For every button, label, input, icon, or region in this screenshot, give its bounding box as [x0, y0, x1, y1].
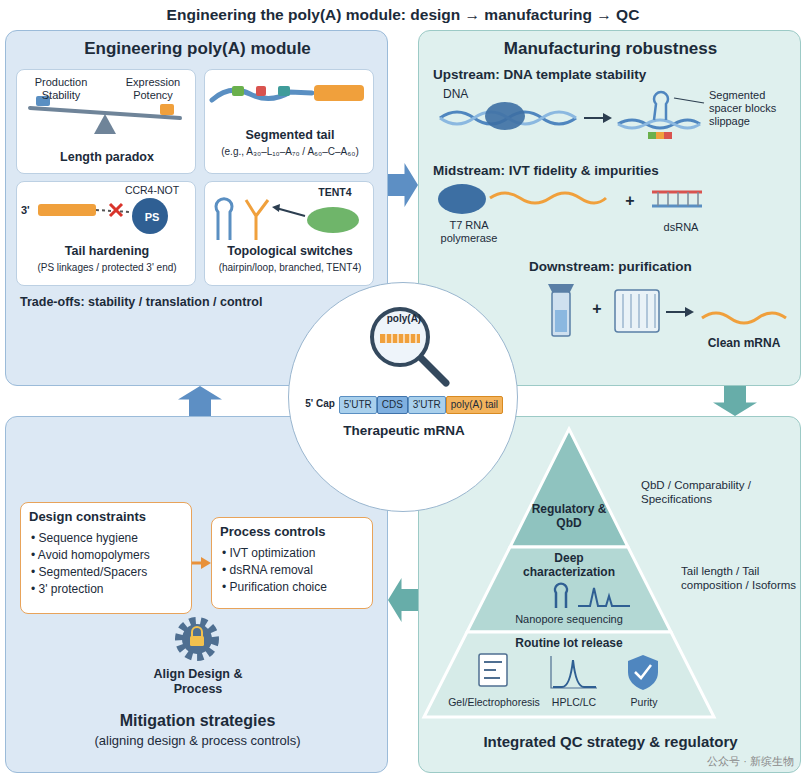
node-text: Trade-offs: stability / translation / co…: [20, 295, 320, 310]
node-heading: Tail hardening: [17, 244, 197, 259]
node-text: • Sequence hygiene: [31, 531, 189, 545]
node-heading: Design constraints: [29, 509, 185, 525]
flow-arrow: [192, 557, 211, 569]
node-heading: Segmented tail: [205, 128, 375, 143]
node-text: • Avoid homopolymers: [31, 548, 189, 562]
enzyme-label: TENT4: [305, 186, 365, 199]
node-heading: Mitigation strategies: [6, 711, 389, 730]
node-text: Downstream: purification: [529, 259, 794, 275]
tier-note: QbD / Comparability / Specifications: [641, 479, 791, 507]
node-text: Midstream: IVT fidelity & impurities: [433, 163, 793, 179]
node-text: (aligning design & process controls): [6, 733, 389, 749]
pyramid-tier: Routine lot releaseGel/ElectrophoresisHP…: [424, 632, 714, 717]
node-text: Length paradox: [17, 150, 197, 165]
constraint-box: Design constraints • Sequence hygiene • Av…: [20, 502, 192, 614]
part-label: dsRNA: [651, 221, 711, 234]
concept-card: Topological switches (hairpin/loop, branc…: [204, 181, 374, 286]
align-label: Align Design & Process: [146, 667, 250, 697]
plus-sign: +: [622, 191, 638, 210]
concept-card: Production Stability Expression PotencyLe…: [16, 69, 196, 174]
pyramid-tier: Deep characterizationNanopore sequencing: [467, 547, 671, 632]
node-heading: Process controls: [220, 524, 366, 540]
tier-note: Tail length / Tail composition / Isoform…: [681, 565, 799, 593]
watermark: 公众号 · 新缤生物: [609, 755, 794, 768]
node-text: Nanopore sequencing: [489, 613, 649, 626]
node-heading: Manufacturing robustness: [419, 39, 802, 59]
node-heading: CDS: [382, 399, 403, 411]
node-heading: Topological switches: [205, 244, 375, 259]
arrow-head: [201, 557, 211, 569]
node-text: Gel/Electrophoresis: [444, 696, 544, 709]
node-text: • Purification choice: [222, 580, 370, 594]
enzyme-label: CCR4-NOT: [112, 184, 192, 197]
node-heading: 3'UTR: [413, 399, 441, 411]
control-box: Process controls • IVT optimization • dsRN…: [211, 517, 373, 609]
flow-arrow: [388, 578, 418, 622]
callout-label: Segmented spacer blocks slippage: [709, 89, 799, 129]
concept-card: Tail hardening (PS linkages / protected 3…: [16, 181, 196, 286]
node-text: Expression Potency: [111, 76, 195, 102]
mrna-segment: 5'UTR: [339, 396, 377, 414]
mrna-segment: 3'UTR: [408, 396, 446, 414]
part-label: T7 RNA polymerase: [427, 219, 511, 245]
node-text: • 3' protection: [31, 582, 189, 596]
node-heading: Regulatory & QbD: [529, 502, 609, 531]
pyramid-tier: Regulatory & QbD: [510, 429, 628, 547]
node-text: Therapeutic mRNA: [304, 423, 504, 439]
node-text: HPLC/LC: [544, 696, 604, 709]
node-heading: poly(A): [374, 313, 434, 325]
flow-arrow: [178, 386, 222, 416]
node-text: Purity: [614, 696, 674, 709]
tier-fill: [510, 429, 628, 547]
node-heading: poly(A) tail: [451, 399, 498, 411]
node-text: • dsRNA removal: [222, 563, 370, 577]
cap-label: 5' Cap: [305, 398, 335, 410]
node-text: • Segmented/Spacers: [31, 565, 189, 579]
tier-fill: [424, 632, 714, 717]
node-heading: Routine lot release: [469, 636, 669, 650]
mrna-segment: poly(A) tail: [446, 396, 503, 414]
node-heading: Integrated QC strategy & regulatory: [419, 733, 802, 751]
node-heading: Production Stability: [19, 76, 103, 102]
node-heading: 5'UTR: [344, 399, 372, 411]
enzyme-label: PS: [139, 211, 165, 224]
part-label: Clean mRNA: [699, 336, 789, 350]
node-text: (hairpin/loop, branched, TENT4): [209, 262, 371, 274]
tier-fill: [467, 547, 671, 632]
end-label: 3': [21, 204, 37, 217]
concept-card: Segmented tail (e.g., A₃₀–L₁₀–A₇₀ / A₆₀–C…: [204, 69, 374, 174]
mrna-segment: CDS: [377, 396, 408, 414]
node-heading: Engineering poly(A) module: [6, 39, 389, 59]
node-heading: Deep characterization: [509, 551, 629, 580]
node-text: Upstream: DNA template stability: [433, 67, 793, 83]
diagram-title: Engineering the poly(A) module: design →…: [0, 6, 806, 25]
node-text: (PS linkages / protected 3' end): [21, 262, 193, 274]
focus-circle: poly(A) Therapeutic mRNA 5'UTR CDS 3'UTR poly…: [288, 282, 518, 512]
part-label: DNA: [443, 87, 483, 101]
node-text: • IVT optimization: [222, 546, 370, 560]
node-text: (e.g., A₃₀–L₁₀–A₇₀ / A₆₀–C–A₆₀): [209, 146, 371, 158]
flow-arrow: [713, 386, 757, 416]
flow-arrow: [388, 163, 418, 207]
plus-sign: +: [589, 299, 605, 318]
